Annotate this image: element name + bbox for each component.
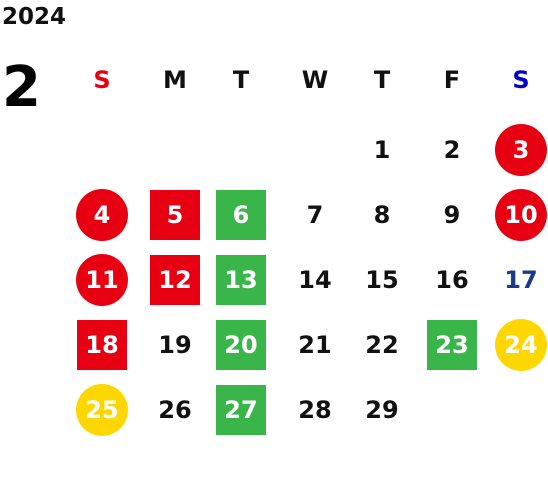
day-cell[interactable]: 3 — [494, 123, 548, 177]
day-number: 12 — [158, 266, 192, 294]
day-cell[interactable]: 4 — [75, 188, 129, 242]
day-cell[interactable]: 26 — [148, 383, 202, 437]
day-circle-marker — [76, 254, 128, 306]
weekday-header: M — [163, 66, 187, 94]
day-cell[interactable]: 15 — [355, 253, 409, 307]
day-number: 5 — [166, 201, 184, 229]
day-number: 6 — [232, 201, 250, 229]
day-circle-marker — [495, 124, 547, 176]
day-number: 4 — [93, 201, 111, 229]
day-cell[interactable]: 17 — [494, 253, 548, 307]
year-label: 2024 — [2, 4, 67, 30]
day-square-marker — [150, 255, 200, 305]
weekday-header: S — [512, 66, 530, 94]
day-cell[interactable]: 12 — [148, 253, 202, 307]
day-cell[interactable]: 29 — [355, 383, 409, 437]
day-cell[interactable]: 23 — [425, 318, 479, 372]
day-number: 20 — [224, 331, 258, 359]
day-square-marker — [216, 190, 266, 240]
day-number: 26 — [158, 396, 192, 424]
day-cell[interactable]: 11 — [75, 253, 129, 307]
day-square-marker — [216, 385, 266, 435]
day-number: 17 — [504, 266, 538, 294]
day-number: 28 — [298, 396, 332, 424]
day-square-marker — [216, 320, 266, 370]
day-number: 23 — [435, 331, 469, 359]
day-number: 24 — [504, 331, 538, 359]
weekday-header: S — [93, 66, 111, 94]
day-cell[interactable]: 7 — [288, 188, 342, 242]
day-number: 19 — [158, 331, 192, 359]
day-number: 7 — [306, 201, 324, 229]
day-cell[interactable]: 20 — [214, 318, 268, 372]
day-cell[interactable]: 18 — [75, 318, 129, 372]
day-cell[interactable]: 25 — [75, 383, 129, 437]
day-number: 13 — [224, 266, 258, 294]
day-circle-marker — [76, 189, 128, 241]
month-label: 2 — [2, 55, 41, 120]
day-number: 25 — [85, 396, 119, 424]
day-number: 15 — [365, 266, 399, 294]
day-circle-marker — [76, 384, 128, 436]
day-number: 1 — [373, 136, 391, 164]
day-square-marker — [216, 255, 266, 305]
day-cell[interactable]: 27 — [214, 383, 268, 437]
day-cell[interactable]: 8 — [355, 188, 409, 242]
day-number: 11 — [85, 266, 119, 294]
day-cell[interactable]: 24 — [494, 318, 548, 372]
day-square-marker — [150, 190, 200, 240]
day-cell[interactable]: 6 — [214, 188, 268, 242]
weekday-header: W — [301, 66, 329, 94]
day-circle-marker — [495, 189, 547, 241]
weekday-header: T — [373, 66, 391, 94]
day-cell[interactable]: 2 — [425, 123, 479, 177]
day-number: 22 — [365, 331, 399, 359]
day-number: 18 — [85, 331, 119, 359]
weekday-header: T — [232, 66, 250, 94]
weekday-header: F — [443, 66, 461, 94]
day-number: 27 — [224, 396, 258, 424]
day-number: 16 — [435, 266, 469, 294]
day-number: 29 — [365, 396, 399, 424]
day-number: 21 — [298, 331, 332, 359]
day-number: 2 — [443, 136, 461, 164]
day-cell[interactable]: 28 — [288, 383, 342, 437]
day-number: 9 — [443, 201, 461, 229]
day-cell[interactable]: 1 — [355, 123, 409, 177]
day-cell[interactable]: 14 — [288, 253, 342, 307]
day-number: 3 — [512, 136, 530, 164]
day-cell[interactable]: 22 — [355, 318, 409, 372]
day-cell[interactable]: 21 — [288, 318, 342, 372]
day-square-marker — [427, 320, 477, 370]
day-cell[interactable]: 5 — [148, 188, 202, 242]
day-circle-marker — [495, 319, 547, 371]
day-cell[interactable]: 9 — [425, 188, 479, 242]
day-square-marker — [77, 320, 127, 370]
day-cell[interactable]: 16 — [425, 253, 479, 307]
day-cell[interactable]: 19 — [148, 318, 202, 372]
day-number: 10 — [504, 201, 538, 229]
day-number: 14 — [298, 266, 332, 294]
day-number: 8 — [373, 201, 391, 229]
day-cell[interactable]: 10 — [494, 188, 548, 242]
day-cell[interactable]: 13 — [214, 253, 268, 307]
